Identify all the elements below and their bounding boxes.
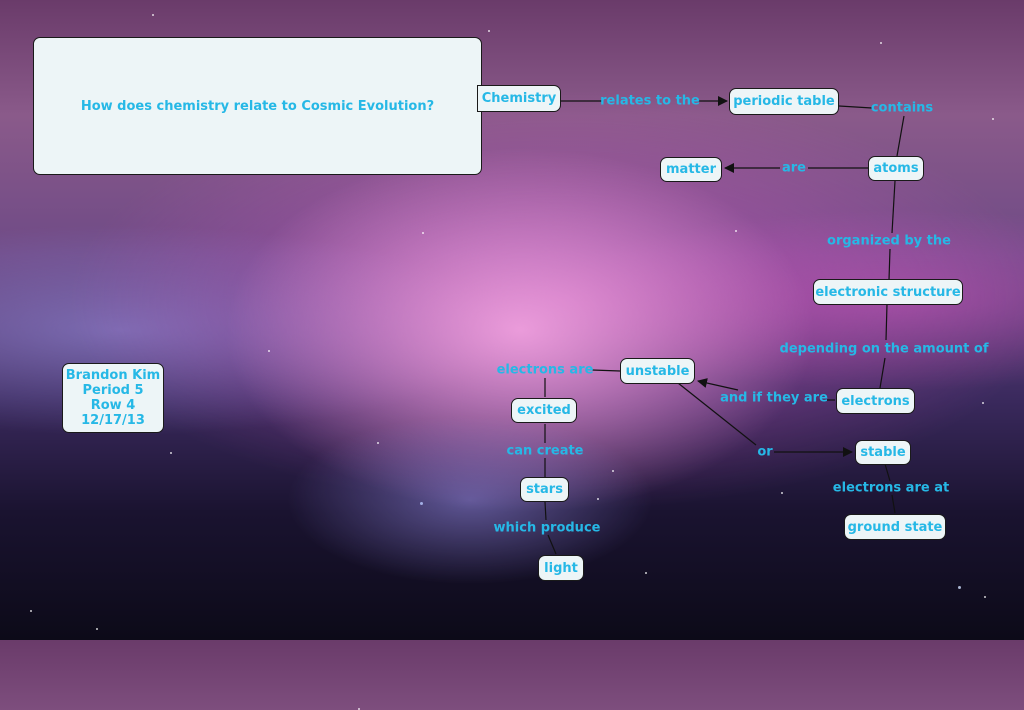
concept-label: light — [544, 560, 578, 576]
link-and-if-they-are[interactable]: and if they are — [720, 390, 828, 406]
concept-label: periodic table — [733, 94, 835, 109]
link-organized-by-the[interactable]: organized by the — [827, 233, 951, 249]
connector-lines — [544, 96, 905, 555]
concept-label: atoms — [873, 161, 919, 176]
concept-electronic-structure[interactable]: electronic structure — [813, 279, 963, 305]
link-relates-to-the[interactable]: relates to the — [600, 93, 700, 109]
author-row: Row 4 — [90, 398, 136, 413]
concept-ground-state[interactable]: ground state — [844, 514, 946, 540]
concept-atoms[interactable]: atoms — [868, 156, 924, 181]
link-or[interactable]: or — [757, 444, 773, 460]
link-electrons-are-at[interactable]: electrons are at — [832, 480, 950, 496]
concept-periodic-table[interactable]: periodic table — [729, 88, 839, 115]
link-electrons-are[interactable]: electrons are — [496, 362, 594, 378]
link-which-produce[interactable]: which produce — [493, 520, 601, 536]
concept-label: excited — [517, 403, 571, 418]
link-can-create[interactable]: can create — [506, 443, 584, 459]
author-name: Brandon Kim — [65, 368, 161, 383]
author-period: Period 5 — [82, 383, 144, 398]
concept-matter[interactable]: matter — [660, 157, 722, 182]
concept-light[interactable]: light — [538, 555, 584, 581]
author-date: 12/17/13 — [81, 413, 145, 428]
concept-stable[interactable]: stable — [855, 440, 911, 465]
concept-excited[interactable]: excited — [511, 398, 577, 423]
concept-label: ground state — [847, 519, 943, 535]
link-contains[interactable]: contains — [870, 100, 934, 116]
link-are[interactable]: are — [781, 160, 807, 176]
focus-question-box[interactable]: How does chemistry relate to Cosmic Evol… — [33, 37, 482, 175]
concept-label: electronic structure — [815, 284, 961, 300]
concept-label: matter — [666, 162, 716, 177]
concept-unstable[interactable]: unstable — [620, 358, 695, 384]
concept-stars[interactable]: stars — [520, 477, 569, 502]
focus-question-text: How does chemistry relate to Cosmic Evol… — [80, 98, 435, 114]
concept-label: electrons — [841, 393, 910, 409]
concept-electrons[interactable]: electrons — [836, 388, 915, 414]
author-info-box[interactable]: Brandon Kim Period 5 Row 4 12/17/13 — [62, 363, 164, 433]
concept-label: stars — [526, 482, 563, 497]
concept-label: stable — [860, 445, 906, 460]
link-depending-on[interactable]: depending on the amount of — [779, 341, 989, 357]
concept-chemistry[interactable]: Chemistry — [477, 85, 561, 112]
concept-label: Chemistry — [481, 91, 557, 106]
concept-label: unstable — [625, 363, 690, 379]
